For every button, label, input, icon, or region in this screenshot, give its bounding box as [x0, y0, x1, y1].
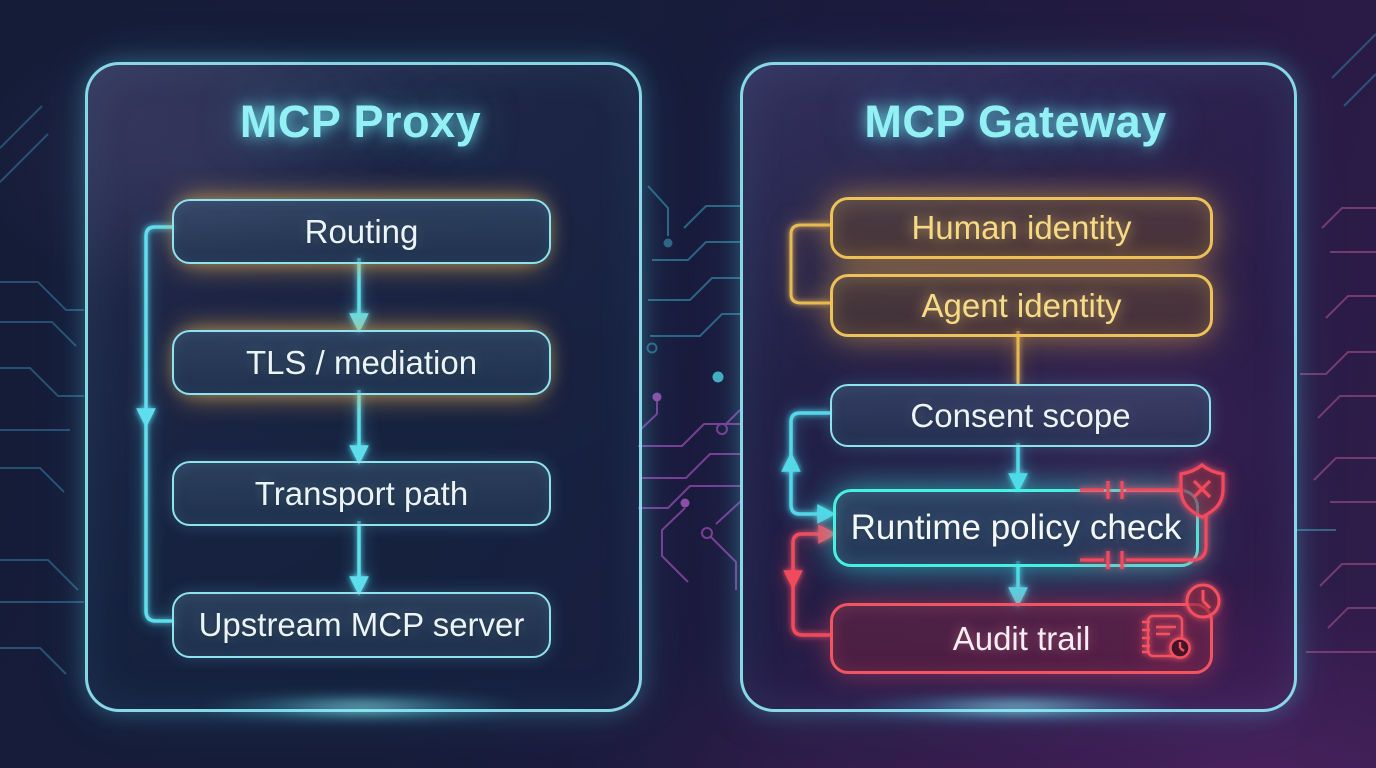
identity-bracket [789, 223, 1020, 384]
circuit-traces-right [1296, 33, 1376, 653]
circuit-traces-middle-magenta [638, 392, 743, 590]
circuit-traces-middle-teal [646, 185, 742, 383]
audit-log-icon [1142, 614, 1191, 659]
node-label: Consent scope [910, 396, 1131, 434]
shield-block-icon [1179, 462, 1225, 519]
node-runtime-policy-check: Runtime policy check [833, 489, 1199, 567]
node-label: Human identity [911, 209, 1132, 246]
node-label: Routing [304, 212, 419, 250]
node-consent-scope: Consent scope [830, 384, 1211, 447]
circuit-traces-left [0, 105, 84, 675]
node-label: TLS / mediation [245, 343, 478, 381]
runtime-block-wires [1080, 481, 1208, 569]
node-agent-identity: Agent identity [830, 274, 1213, 337]
node-routing: Routing [172, 199, 551, 264]
node-label: Runtime policy check [850, 508, 1182, 547]
clock-icon [1185, 583, 1221, 619]
node-label: Audit trail [952, 619, 1091, 657]
node-human-identity: Human identity [830, 197, 1213, 259]
node-transport-path: Transport path [172, 461, 551, 526]
node-label: Agent identity [921, 286, 1122, 324]
node-tls-mediation: TLS / mediation [172, 330, 551, 395]
left-panel-title: MCP Proxy [239, 96, 482, 147]
node-upstream-mcp-server: Upstream MCP server [172, 592, 551, 658]
right-panel-title: MCP Gateway [864, 96, 1167, 147]
proxy-flow-arrows [136, 225, 369, 623]
runtime-audit-loop [783, 524, 837, 637]
node-label: Transport path [254, 474, 469, 512]
node-label: Upstream MCP server [198, 606, 525, 643]
